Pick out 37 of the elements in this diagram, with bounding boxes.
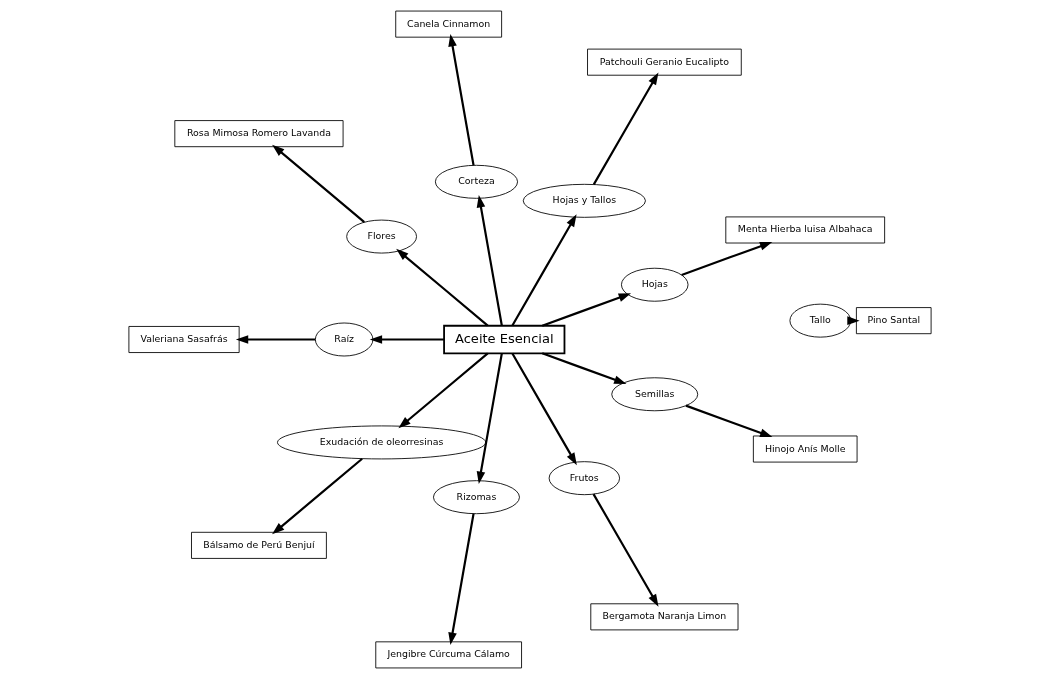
arrow [511,352,577,466]
node-ellipse: Hojas [621,267,689,302]
arrow [396,248,489,327]
arrow [685,404,773,438]
arrow [511,214,577,327]
arrow [541,352,627,384]
arrow [681,241,773,276]
arrow [448,513,475,645]
arrow [272,144,365,223]
node-ellipse: Frutos [548,461,620,496]
arrow [541,293,632,327]
node-box: Bergamota Naranja Limon [590,603,739,631]
arrow [592,493,659,607]
node-ellipse: Exudación de oleorresinas [277,425,487,460]
node-ellipse: Hojas y Tallos [522,183,646,218]
arrow [476,353,503,484]
arrow [448,34,475,166]
arrow [476,195,503,326]
node-box: Pino Santal [855,307,932,335]
arrow [272,457,363,535]
node-box: Canela Cinnamon [395,10,503,38]
node-ellipse: Flores [346,219,417,254]
node-box: Jengibre Cúrcuma Cálamo [375,641,522,669]
node-box: Patchouli Geranio Eucalipto [587,48,742,76]
node-ellipse: Raíz [314,322,374,357]
node-ellipse: Corteza [434,164,518,199]
node-ellipse: Rizomas [433,480,520,515]
node-box: Hinojo Anís Molle [752,435,858,463]
arrow [369,335,444,344]
node-box: Aceite Esencial [443,324,566,355]
node-box: Bálsamo de Perú Benjuí [191,531,327,559]
arrow [592,72,659,185]
node-box: Menta Hierba luisa Albahaca [725,216,886,244]
node-box: Rosa Mimosa Romero Lavanda [174,120,344,148]
node-box: Valeriana Sasafrás [128,326,240,353]
arrow [398,352,489,429]
arrow [235,335,316,344]
